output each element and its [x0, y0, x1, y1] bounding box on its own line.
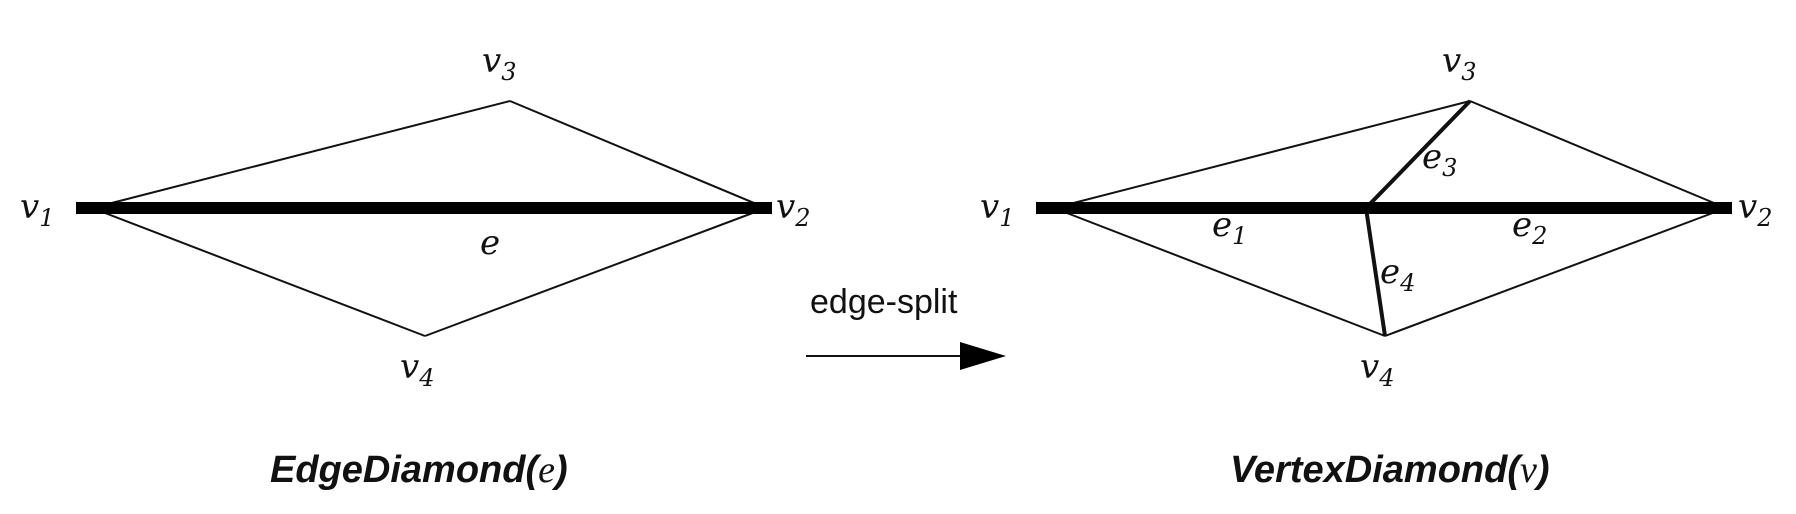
edge-label-e1: e1 [1212, 205, 1247, 250]
edge-label-e: e [480, 223, 500, 263]
edge-split-label: edge-split [810, 283, 958, 321]
vertex-label-v1: v1 [20, 187, 55, 232]
vertex-diamond-caption: VertexDiamond(v) [1230, 449, 1550, 491]
vertex-label-v4: v4 [400, 347, 435, 392]
edge-label-e4: e4 [1380, 252, 1415, 297]
vertex-diamond-figure: v1 v2 v3 v4 e1 e2 e3 e4 VertexDiamond(v) [980, 41, 1773, 491]
edge-v4-v2 [424, 207, 767, 337]
vertex-label-v4: v4 [1360, 347, 1395, 392]
edge-v1-v3 [1053, 100, 1471, 209]
edge-v4-v2 [1384, 207, 1727, 337]
new-edge-e3 [1364, 99, 1472, 210]
vertex-label-v2: v2 [776, 187, 811, 232]
vertex-label-v3: v3 [482, 41, 517, 86]
new-edge-e4 [1364, 207, 1387, 337]
edge-v3-v2 [509, 100, 767, 209]
edge-label-e2: e2 [1512, 205, 1547, 250]
vertex-label-v3: v3 [1442, 41, 1477, 86]
edge-diamond-figure: v1 v2 v3 v4 e EdgeDiamond(e) [20, 41, 811, 491]
vertex-label-v1: v1 [980, 187, 1015, 232]
edge-split-transition: edge-split [806, 283, 1006, 370]
edge-label-e3: e3 [1422, 137, 1457, 182]
edge-v3-v2 [1469, 100, 1727, 209]
edge-v1-v3 [91, 100, 511, 209]
edge-v1-v4 [91, 207, 426, 337]
transition-arrow-head [960, 342, 1006, 370]
vertex-label-v2: v2 [1738, 187, 1773, 232]
edge-v1-v4 [1053, 207, 1386, 337]
edge-diamond-caption: EdgeDiamond(e) [270, 449, 568, 491]
